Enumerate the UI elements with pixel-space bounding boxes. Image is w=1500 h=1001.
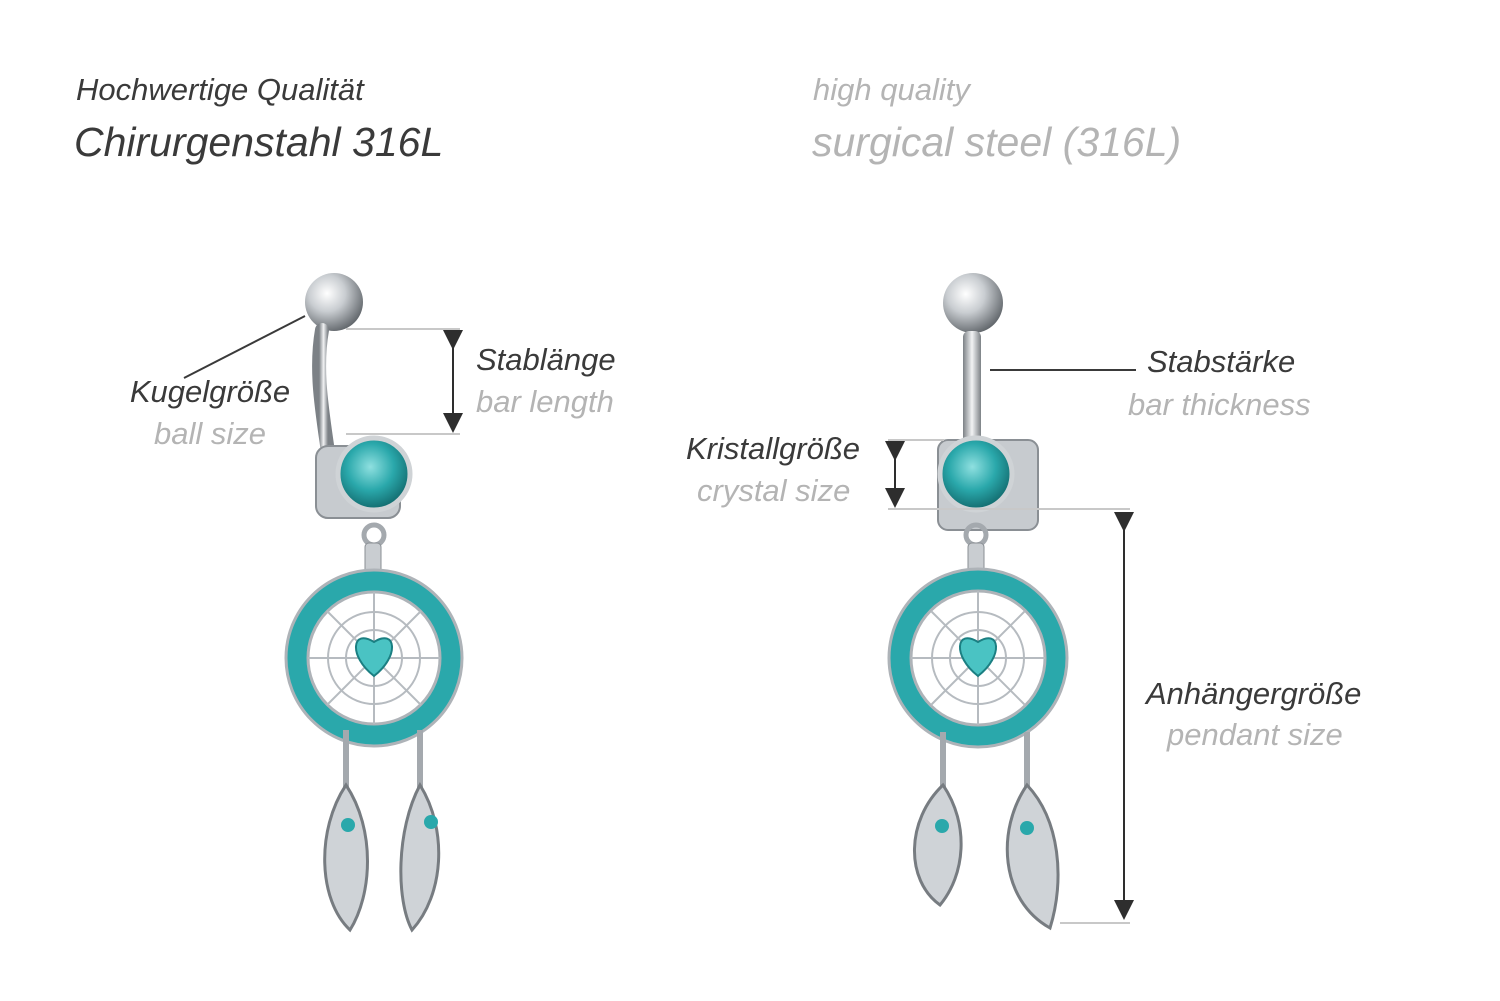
right-feather-2 bbox=[1005, 782, 1060, 931]
ball-leader-line bbox=[183, 315, 306, 379]
pendant-size-label-de: Anhängergröße bbox=[1146, 676, 1362, 711]
right-feather-1 bbox=[913, 782, 963, 908]
left-bar bbox=[312, 323, 335, 459]
bar-thickness-label-en: bar thickness bbox=[1128, 387, 1311, 422]
left-heart bbox=[355, 637, 393, 678]
crystal-size-label-de: Kristallgröße bbox=[686, 431, 860, 466]
ball-size-label-de: Kugelgröße bbox=[129, 374, 291, 409]
bar-length-label-de: Stablänge bbox=[476, 342, 616, 377]
left-gem bbox=[335, 435, 413, 513]
bar-length-label-en: bar length bbox=[476, 384, 614, 419]
left-feather-2 bbox=[399, 781, 441, 933]
left-piercing bbox=[284, 273, 464, 933]
right-gem bbox=[937, 435, 1015, 513]
pendant-size-label-en: pendant size bbox=[1167, 717, 1343, 752]
bar-thickness-label-de: Stabstärke bbox=[1147, 344, 1296, 379]
de-subtitle: Hochwertige Qualität bbox=[76, 72, 364, 107]
crystal-size-label-en: crystal size bbox=[697, 473, 851, 508]
right-piercing bbox=[887, 273, 1069, 931]
left-dreamcatcher-ring bbox=[286, 570, 462, 746]
left-feather-1 bbox=[323, 782, 369, 933]
left-ball bbox=[305, 273, 363, 331]
right-bar bbox=[963, 331, 981, 446]
right-ball bbox=[943, 273, 1003, 333]
en-title: surgical steel (316L) bbox=[812, 119, 1182, 165]
en-subtitle: high quality bbox=[813, 72, 970, 107]
right-dreamcatcher-ring bbox=[889, 569, 1067, 747]
de-title: Chirurgenstahl 316L bbox=[74, 119, 444, 165]
ball-size-label-en: ball size bbox=[154, 416, 266, 451]
right-heart bbox=[959, 637, 997, 678]
